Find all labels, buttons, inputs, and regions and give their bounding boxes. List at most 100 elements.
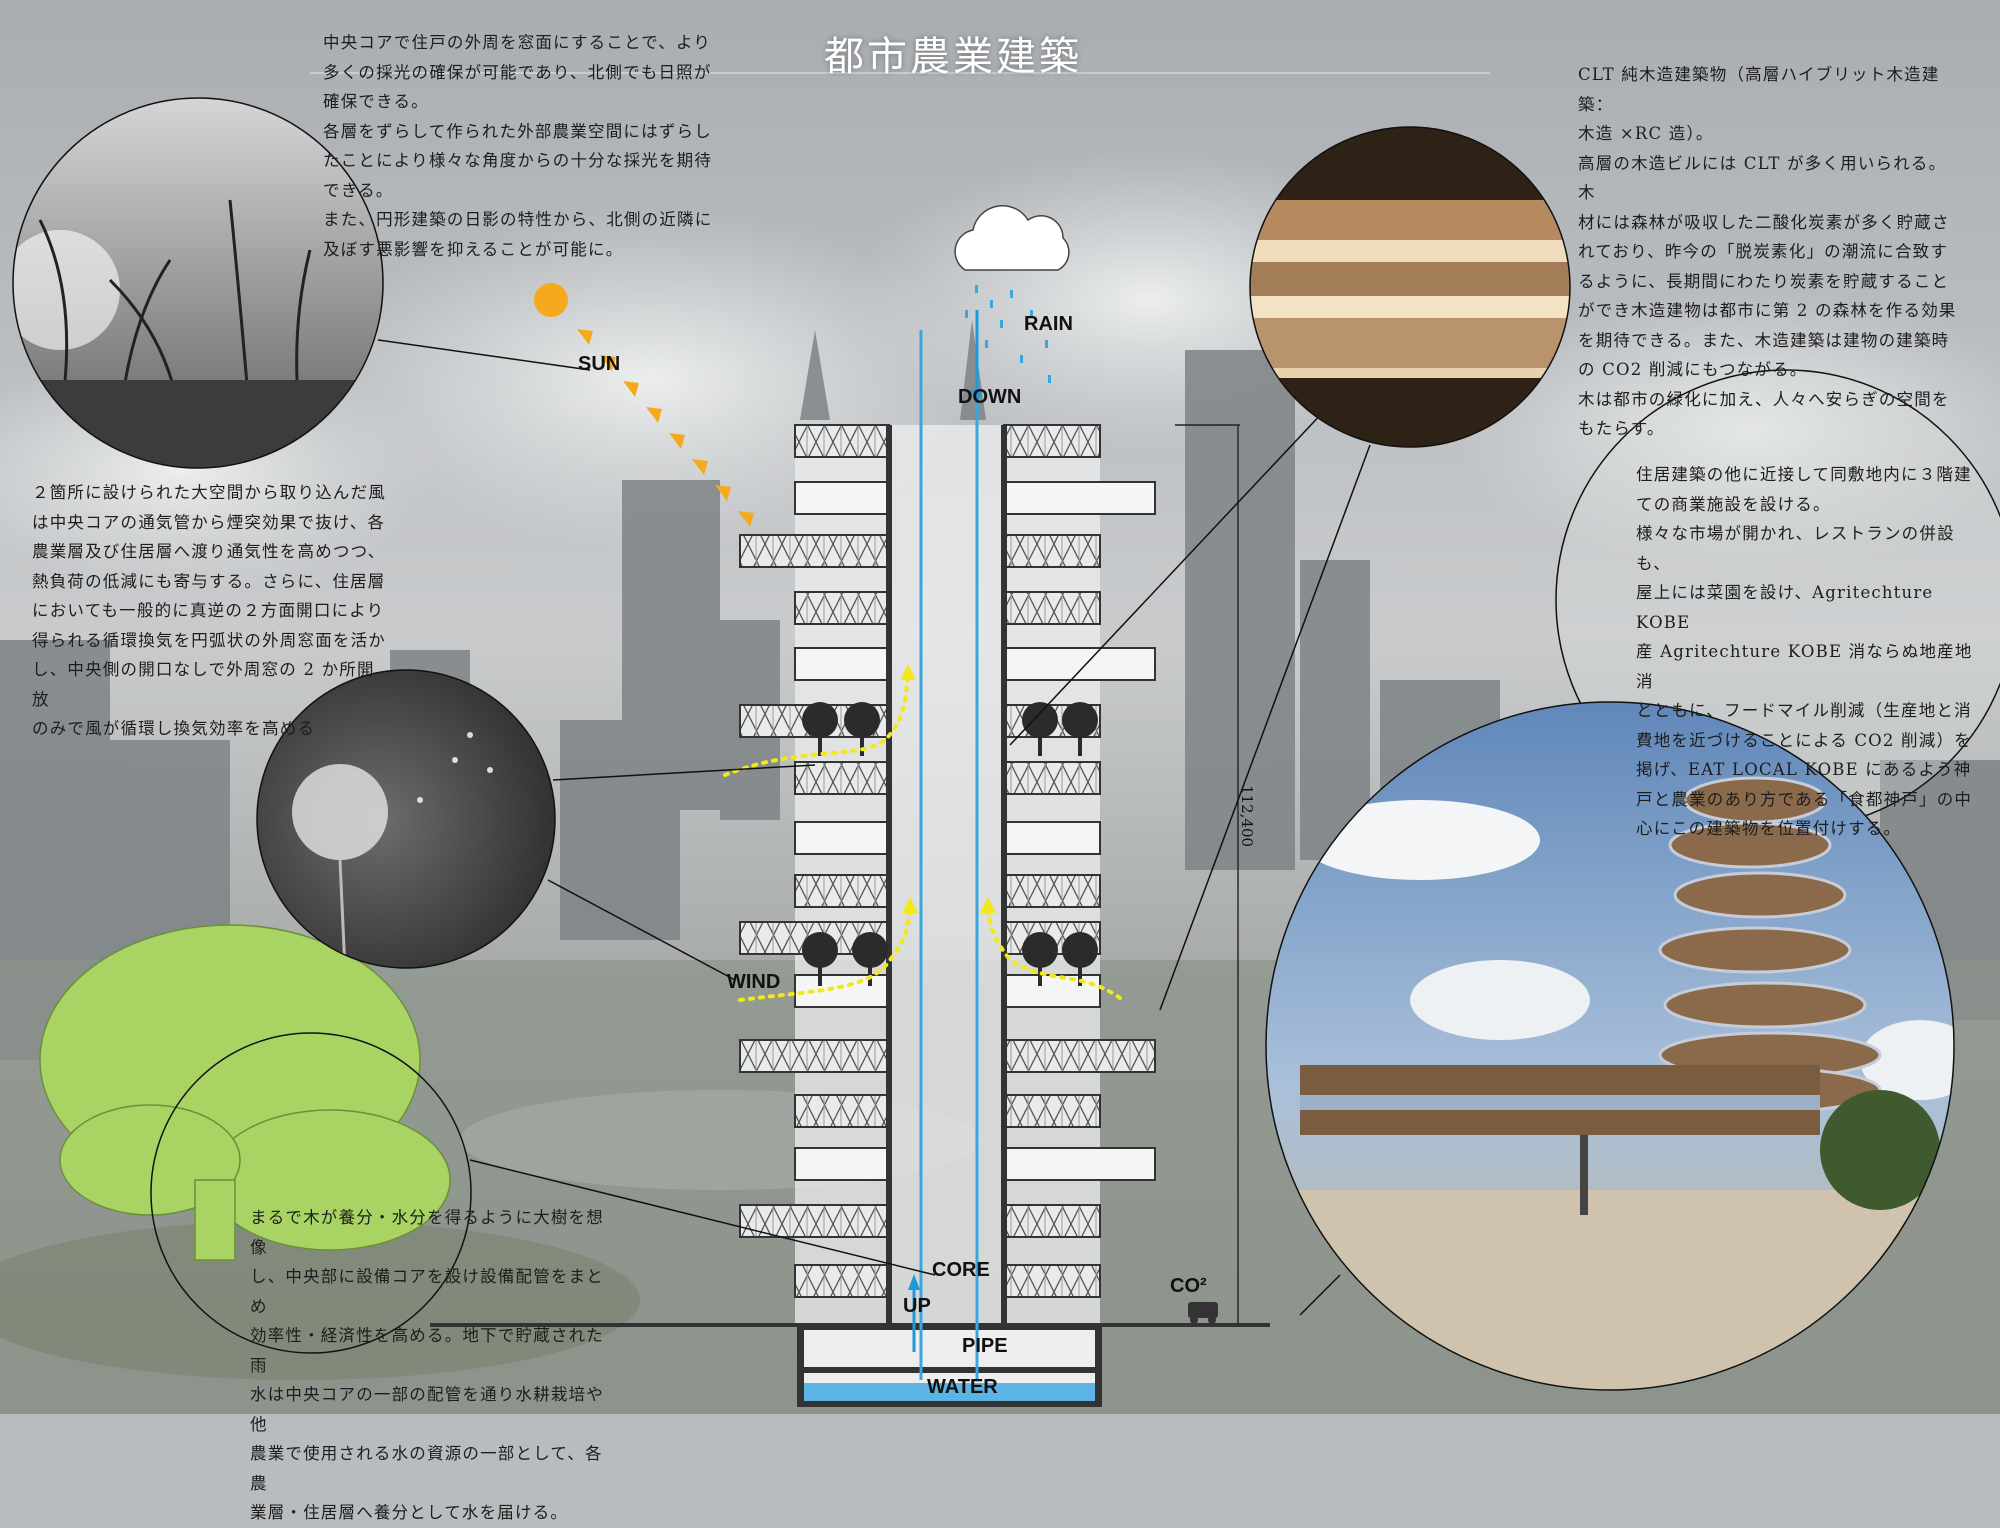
text-line: また、円形建築の日影の特性から、北側の近隣に xyxy=(323,210,713,229)
rain-drops xyxy=(965,285,1051,383)
sun-ray-arrow-icon xyxy=(715,485,731,501)
sun-ray-arrow-icon xyxy=(692,459,708,475)
leader-lines xyxy=(377,339,1371,1316)
sun-ray-arrow-icon xyxy=(646,407,662,423)
rain-drop xyxy=(975,285,978,293)
text-line: とともに、フードマイル削減（生産地と消 xyxy=(1636,701,1972,720)
sun-ray-arrow-icon xyxy=(738,511,754,527)
text-line: ２箇所に設けられた大空間から取り込んだ風 xyxy=(32,483,386,502)
floor-slab xyxy=(794,874,1101,908)
rain-drop xyxy=(1000,320,1003,328)
section-diagram: 112,400 SUN RAIN DOWN WIND CORE UP PIPE … xyxy=(0,0,2000,1414)
text-line: 産 Agritechture KOBE 消ならぬ地産地消 xyxy=(1636,642,1973,691)
farm-tree-icon xyxy=(1062,932,1098,986)
water-tank xyxy=(804,1383,1095,1401)
tree-circle xyxy=(150,1032,472,1354)
tree-illustration xyxy=(39,924,451,1261)
floor-slab xyxy=(794,591,1101,625)
text-line: を期待できる。また、木造建築は建物の建築時 xyxy=(1578,330,1950,350)
basement xyxy=(797,1327,1102,1407)
farm-tree-icon xyxy=(802,702,838,756)
text-line: 材には森林が吸収した二酸化炭素が多く貯蔵さ xyxy=(1578,212,1950,232)
text-line: ができ木造建物は都市に第 2 の森林を作る効果 xyxy=(1578,301,1957,320)
floor-slab xyxy=(739,1039,1156,1073)
wind-paths xyxy=(723,673,1122,1002)
text-line: できる。 xyxy=(323,180,394,200)
text-line: は中央コアの通気管から煙突効果で抜け、各 xyxy=(32,512,386,532)
sun-ray-arrow-icon xyxy=(600,355,616,371)
text-line: においても一般的に真逆の２方面開口により xyxy=(32,601,385,620)
rain-drop xyxy=(985,340,988,348)
farm-tree-icon xyxy=(844,702,880,756)
tower-disc xyxy=(1658,926,1852,974)
text-line: まるで木が養分・水分を得るように大樹を想像 xyxy=(250,1208,604,1257)
wind-label: WIND xyxy=(727,971,780,993)
floor-slab xyxy=(794,1264,1101,1298)
building-section xyxy=(739,424,1156,1325)
daylight-description: 中央コアで住戸の外周を窓面にすることで、より多くの採光の確保が可能であり、北側で… xyxy=(323,28,713,264)
up-label: UP xyxy=(903,1295,931,1317)
tower-disc xyxy=(1673,871,1847,919)
text-line: 高層の木造ビルには CLT が多く用いられる。木 xyxy=(1578,153,1947,203)
text-line: 中央コアで住戸の外周を窓面にすることで、より xyxy=(323,33,712,52)
text-line: CLT 純木造建築物（高層ハイブリット木造建築： xyxy=(1578,65,1940,114)
text-line: たことにより様々な角度からの十分な採光を期待 xyxy=(323,151,713,170)
text-line: 掲げ、EAT LOCAL KOBE にあるよう神 xyxy=(1636,760,1972,779)
rain-drop xyxy=(1045,340,1048,348)
tower-disc xyxy=(1663,981,1867,1029)
commercial-description: 住居建築の他に近接して同敷地内に３階建ての商業施設を設ける。様々な市場が開かれ、… xyxy=(1636,460,1976,844)
rain-drop xyxy=(1020,355,1023,363)
text-line: ての商業施設を設ける。 xyxy=(1636,494,1831,514)
core-label: CORE xyxy=(932,1259,990,1281)
co2-label: CO² xyxy=(1170,1275,1207,1297)
rain-drop xyxy=(1030,310,1033,318)
sun-ray-arrow-icon xyxy=(577,329,593,345)
car-icon xyxy=(1188,1302,1218,1324)
height-dimension-label: 112,400 xyxy=(1238,785,1256,847)
text-line: 農業で使用される水の資源の一部として、各農 xyxy=(250,1444,603,1493)
text-line: 屋上には菜園を設け、Agritechture KOBE xyxy=(1636,583,1934,632)
floor-slab xyxy=(739,534,1101,568)
floor-slab xyxy=(794,761,1101,795)
height-dimension xyxy=(1175,424,1240,1325)
text-line: 得られる循環換気を円弧状の外周窓面を活か xyxy=(32,630,386,650)
text-line: 戸と農業のあり方である「食都神戸」の中 xyxy=(1636,789,1973,809)
text-line: のみで風が循環し換気効率を高める xyxy=(32,719,316,738)
water-pipes xyxy=(919,310,979,1380)
text-line: し、中央側の開口なしで外周窓の 2 か所開放 xyxy=(32,660,375,709)
floor-slab xyxy=(794,481,1156,515)
farm-tree-icon xyxy=(1022,932,1058,986)
text-line: もたらす。 xyxy=(1578,419,1665,438)
text-line: 業層・住居層へ養分として水を届ける。 xyxy=(250,1503,569,1522)
sun-ray-arrows xyxy=(577,329,754,527)
clt-description: CLT 純木造建築物（高層ハイブリット木造建築：木造 ×RC 造）。高層の木造ビ… xyxy=(1578,60,1958,444)
water-label: WATER xyxy=(927,1376,998,1398)
sun-icon xyxy=(534,283,568,317)
text-line: 水は中央コアの一部の配管を通り水耕栽培や他 xyxy=(250,1385,604,1434)
floor-slab xyxy=(794,424,1101,458)
water-description: まるで木が養分・水分を得るように大樹を想像し、中央部に設備コアを設け設備配管をま… xyxy=(250,1203,620,1528)
text-line: 確保できる。 xyxy=(323,92,429,111)
text-line: 木は都市の緑化に加え、人々へ安らぎの空間を xyxy=(1578,389,1950,409)
rain-label: RAIN xyxy=(1024,313,1073,335)
farm-tree-icon xyxy=(802,932,838,986)
rain-drop xyxy=(990,300,993,308)
rain-cloud-icon xyxy=(954,204,1070,271)
farm-tree-icon xyxy=(1062,702,1098,756)
text-line: れており、昨今の「脱炭素化」の潮流に合致す xyxy=(1578,242,1949,261)
text-line: 及ぼす悪影響を抑えることが可能に。 xyxy=(323,239,624,259)
text-line: 各層をずらして作られた外部農業空間にはずらし xyxy=(323,121,712,141)
floor-slab xyxy=(794,647,1156,681)
text-line: 住居建築の他に近接して同敷地内に３階建 xyxy=(1636,465,1972,484)
text-line: 心にこの建築物を位置付けする。 xyxy=(1636,819,1902,838)
page-title: 都市農業建築 xyxy=(824,34,1082,80)
building-render-photo xyxy=(1266,702,1954,1390)
rain-drop xyxy=(1010,290,1013,298)
text-line: 効率性・経済性を高める。地下で貯蔵された雨 xyxy=(250,1326,604,1375)
clt-wood-photo xyxy=(1250,127,1570,447)
text-line: の CO2 削減にもつながる。 xyxy=(1578,360,1808,379)
text-line: 様々な市場が開かれ、レストランの併設も、 xyxy=(1636,524,1955,573)
down-arrow-icon xyxy=(971,310,983,405)
ventilation-description: ２箇所に設けられた大空間から取り込んだ風は中央コアの通気管から煙突効果で抜け、各… xyxy=(32,478,392,744)
text-line: 農業層及び住居層へ渡り通気性を高めつつ、 xyxy=(32,542,386,561)
